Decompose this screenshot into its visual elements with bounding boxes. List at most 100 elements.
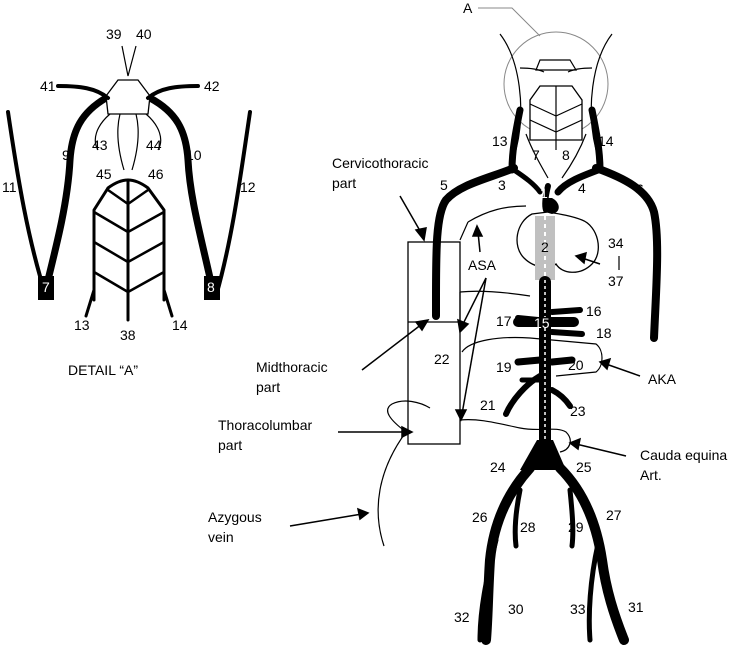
vessel-43 <box>94 113 111 151</box>
label-31: 31 <box>628 599 644 615</box>
label-43: 43 <box>92 137 108 153</box>
label-40: 40 <box>136 26 152 42</box>
aka-label: AKA <box>648 371 677 387</box>
cauda-label-1: Cauda equina <box>640 447 727 463</box>
label-14: 14 <box>598 133 614 149</box>
label-33: 33 <box>570 601 586 617</box>
basilar-junction <box>105 79 151 115</box>
vessel-19 <box>514 356 544 366</box>
label-37: 37 <box>608 273 624 289</box>
label-22: 22 <box>434 351 450 367</box>
detail-letter: A <box>463 0 473 16</box>
label-2: 2 <box>541 239 549 255</box>
label-21: 21 <box>480 397 496 413</box>
detail-a-drawing <box>6 45 252 322</box>
vessel-42 <box>146 84 200 100</box>
label-23: 23 <box>570 403 586 419</box>
vessel-17 <box>515 315 541 323</box>
label-1: 1 <box>540 185 548 201</box>
arrows <box>289 195 641 527</box>
label-27: 27 <box>606 507 622 523</box>
vessel-14 <box>588 106 604 174</box>
label-18: 18 <box>596 325 612 341</box>
label-38: 38 <box>120 327 136 343</box>
vessel-13 <box>508 106 524 174</box>
label-7: 7 <box>532 147 540 163</box>
cauda-trunk <box>520 440 566 470</box>
label-5: 5 <box>440 177 448 193</box>
midthoracic-label-2: part <box>256 379 280 395</box>
vessel-10 <box>146 94 218 300</box>
label-42: 42 <box>204 78 220 94</box>
vessel-4 <box>554 166 602 196</box>
vessel-11 <box>6 110 48 298</box>
vessel-20 <box>548 356 576 366</box>
label-4: 4 <box>578 180 586 196</box>
label-41: 41 <box>40 78 56 94</box>
label-45: 45 <box>96 166 112 182</box>
label-6: 6 <box>636 181 644 197</box>
vessel-45 <box>117 113 125 171</box>
vessel-5 <box>432 164 518 320</box>
label-11: 11 <box>2 179 17 195</box>
vessel-23 <box>549 387 573 409</box>
thoracolumbar-label-2: part <box>218 437 242 453</box>
label-13: 13 <box>492 133 508 149</box>
label-8-detail: 8 <box>207 279 215 295</box>
thoracolumbar-label-1: Thoracolumbar <box>218 417 312 433</box>
vessel-7-block <box>38 276 54 300</box>
vessel-44 <box>145 113 162 151</box>
label-28: 28 <box>520 519 536 535</box>
vessel-12 <box>214 110 252 298</box>
label-25: 25 <box>576 459 592 475</box>
label-34: 34 <box>608 235 624 251</box>
aortic-root <box>542 198 559 214</box>
label-9: 9 <box>62 147 70 163</box>
label-15: 15 <box>534 315 550 331</box>
label-7-detail: 7 <box>42 279 50 295</box>
azygous-label-1: Azygous <box>208 509 262 525</box>
vessel-6 <box>592 164 662 342</box>
vessel-18 <box>549 329 585 337</box>
vessel-27-33 <box>586 541 601 643</box>
detail-leader <box>478 7 541 37</box>
label-32: 32 <box>454 609 470 625</box>
label-46: 46 <box>148 166 164 182</box>
vessel-3 <box>511 167 543 195</box>
label-3: 3 <box>498 177 506 193</box>
label-13-detail: 13 <box>74 317 90 333</box>
cervicothoracic-label-2: part <box>332 175 356 191</box>
azygous-label-2: vein <box>208 529 234 545</box>
label-17: 17 <box>496 313 512 329</box>
label-24: 24 <box>490 459 506 475</box>
vessel-8-block <box>204 276 220 300</box>
label-44: 44 <box>146 137 162 153</box>
label-8: 8 <box>562 147 570 163</box>
label-10: 10 <box>186 147 202 163</box>
label-19: 19 <box>496 359 512 375</box>
vessel-8 <box>561 133 587 179</box>
label-30: 30 <box>508 601 524 617</box>
label-26: 26 <box>472 509 488 525</box>
vessel-13-detail <box>84 288 96 318</box>
label-39: 39 <box>106 26 122 42</box>
vessel-25-31 <box>555 463 629 645</box>
label-12: 12 <box>240 179 256 195</box>
vessel-9 <box>40 94 110 300</box>
label-29: 29 <box>568 519 584 535</box>
cervicothoracic-label-1: Cervicothoracic <box>332 155 428 171</box>
region-box <box>407 241 461 445</box>
vessel-29 <box>567 487 576 549</box>
vessel-16 <box>549 307 583 315</box>
detail-caption: DETAIL “A” <box>68 362 138 378</box>
vessel-14-detail <box>162 288 174 318</box>
label-16: 16 <box>586 303 602 319</box>
mini-detail <box>499 33 613 151</box>
vessel-7 <box>525 133 549 179</box>
label-14-detail: 14 <box>172 317 188 333</box>
vessel-28 <box>512 487 523 549</box>
cauda-label-2: Art. <box>640 467 662 483</box>
heart-outline <box>516 211 599 273</box>
vessel-41 <box>56 84 110 100</box>
